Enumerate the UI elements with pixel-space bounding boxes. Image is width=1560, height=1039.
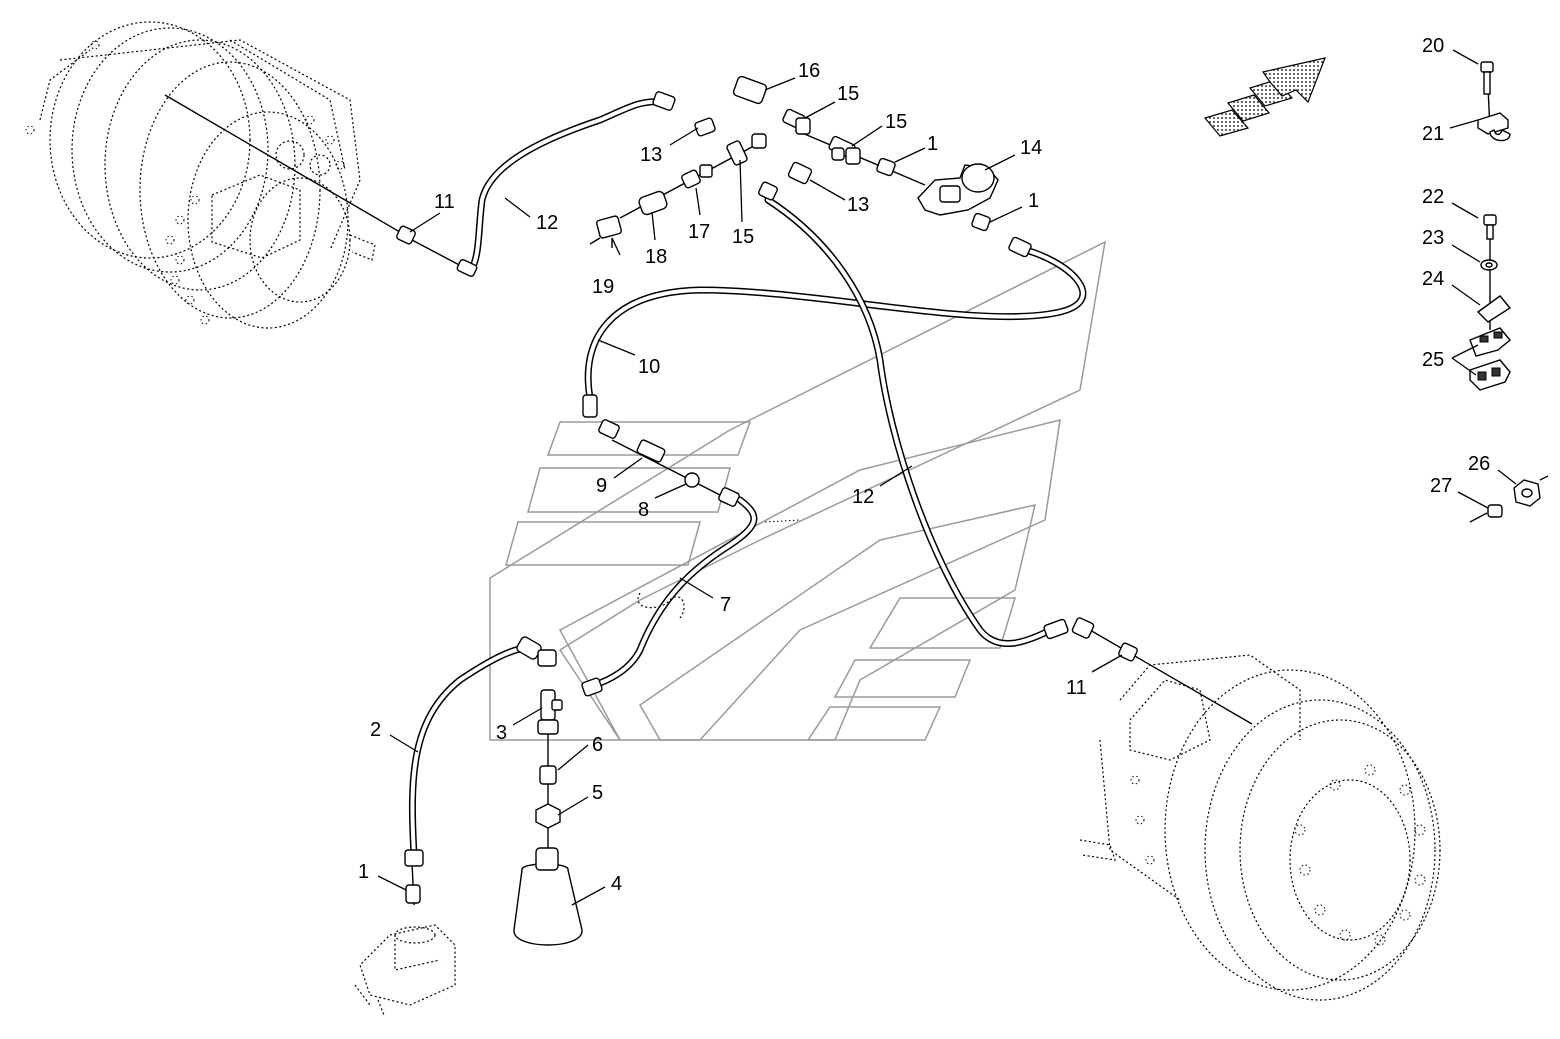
part-label-15: 15	[885, 111, 907, 133]
wheel-motor-left	[25, 21, 376, 329]
part-label-26: 26	[1468, 453, 1490, 475]
part-label-4: 4	[611, 873, 622, 895]
part-label-27: 27	[1430, 475, 1452, 497]
part-label-11: 11	[1066, 677, 1087, 699]
part-label-20: 20	[1422, 35, 1444, 57]
part-label-1: 1	[927, 133, 938, 155]
part-label-12: 12	[852, 486, 874, 508]
loose-parts	[1469, 61, 1549, 523]
part-label-1: 1	[1028, 190, 1039, 212]
brake-valve	[354, 924, 456, 1016]
part-label-15: 15	[837, 83, 859, 105]
part-label-11: 11	[434, 191, 455, 213]
part-label-6: 6	[592, 734, 603, 756]
part-label-3: 3	[496, 722, 507, 744]
part-label-24: 24	[1422, 268, 1444, 290]
part-label-7: 7	[720, 594, 731, 616]
part-label-18: 18	[645, 246, 667, 268]
part-label-15: 15	[732, 226, 754, 248]
part-label-1: 1	[358, 861, 369, 883]
leader-lines	[377, 49, 1517, 906]
part-label-14: 14	[1020, 137, 1042, 159]
wheel-motor-right	[1079, 654, 1441, 1001]
part-label-25: 25	[1422, 349, 1444, 371]
part-label-21: 21	[1422, 123, 1444, 145]
center-lines	[164, 64, 1491, 906]
part-label-8: 8	[638, 499, 649, 521]
part-label-16: 16	[798, 60, 820, 82]
part-label-12: 12	[536, 212, 558, 234]
direction-arrow-icon	[1203, 57, 1326, 137]
part-labels: 1 1 1 2 3 4 5 6 7 8 9 10 11 11 12 12 13 …	[358, 35, 1490, 895]
part-label-22: 22	[1422, 186, 1444, 208]
part-label-13: 13	[640, 144, 662, 166]
fittings	[396, 75, 1138, 946]
hoses	[408, 98, 1087, 859]
part-label-10: 10	[638, 356, 660, 378]
part-label-5: 5	[592, 782, 603, 804]
part-label-9: 9	[596, 475, 607, 497]
part-label-23: 23	[1422, 227, 1444, 249]
part-label-13: 13	[847, 194, 869, 216]
part-label-19: 19	[592, 276, 614, 298]
part-label-2: 2	[370, 719, 381, 741]
part-label-17: 17	[688, 221, 710, 243]
